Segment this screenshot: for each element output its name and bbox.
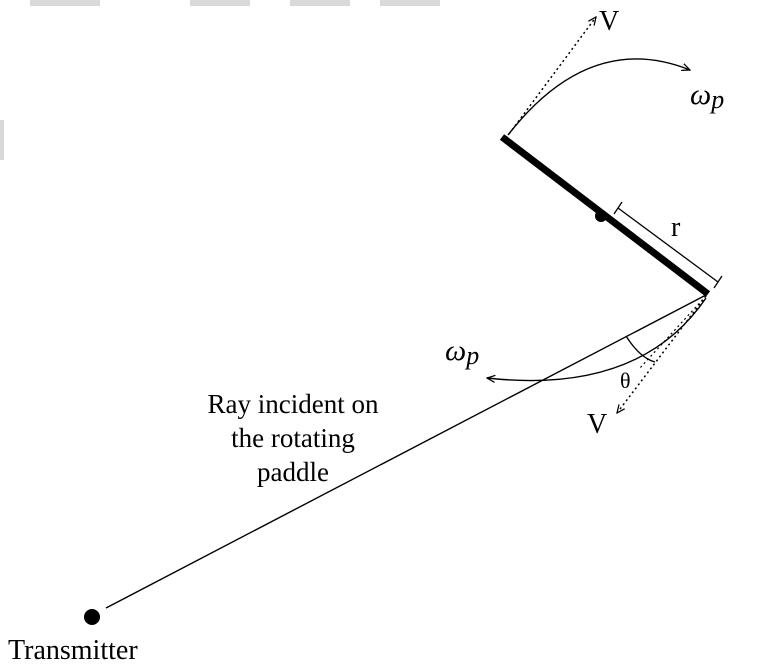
velocity-vector-bottom <box>617 295 707 413</box>
top-crop-artifacts <box>0 0 440 160</box>
ray-caption-line-2: the rotating <box>231 423 355 453</box>
velocity-vector-top <box>505 17 596 139</box>
label-transmitter: Transmitter <box>8 635 138 666</box>
radius-dimension <box>613 201 723 289</box>
theta-angle-arc <box>625 335 656 363</box>
label-omega-top: ωp <box>690 78 724 114</box>
label-omega-bottom: ωp <box>445 334 479 370</box>
ray-caption-line-3: paddle <box>257 457 329 487</box>
label-omega-top-sub: p <box>709 85 724 114</box>
rotation-arc-top <box>507 58 690 136</box>
pivot-dot <box>595 210 607 222</box>
label-velocity-top: V <box>599 6 619 37</box>
rotation-arc-bottom <box>487 297 707 381</box>
ray-caption-line-1: Ray incident on <box>208 389 379 419</box>
incident-ray <box>105 294 707 609</box>
label-radius: r <box>671 212 681 243</box>
label-theta: θ <box>620 368 631 393</box>
ray-caption: Ray incident on the rotating paddle <box>208 389 379 487</box>
label-velocity-bottom: V <box>587 409 607 440</box>
transmitter-dot <box>84 609 100 625</box>
ray-extension-dotted <box>639 295 707 369</box>
label-omega-bottom-symbol: ω <box>445 334 466 367</box>
label-omega-bottom-sub: p <box>464 341 479 370</box>
label-omega-top-symbol: ω <box>690 78 711 111</box>
